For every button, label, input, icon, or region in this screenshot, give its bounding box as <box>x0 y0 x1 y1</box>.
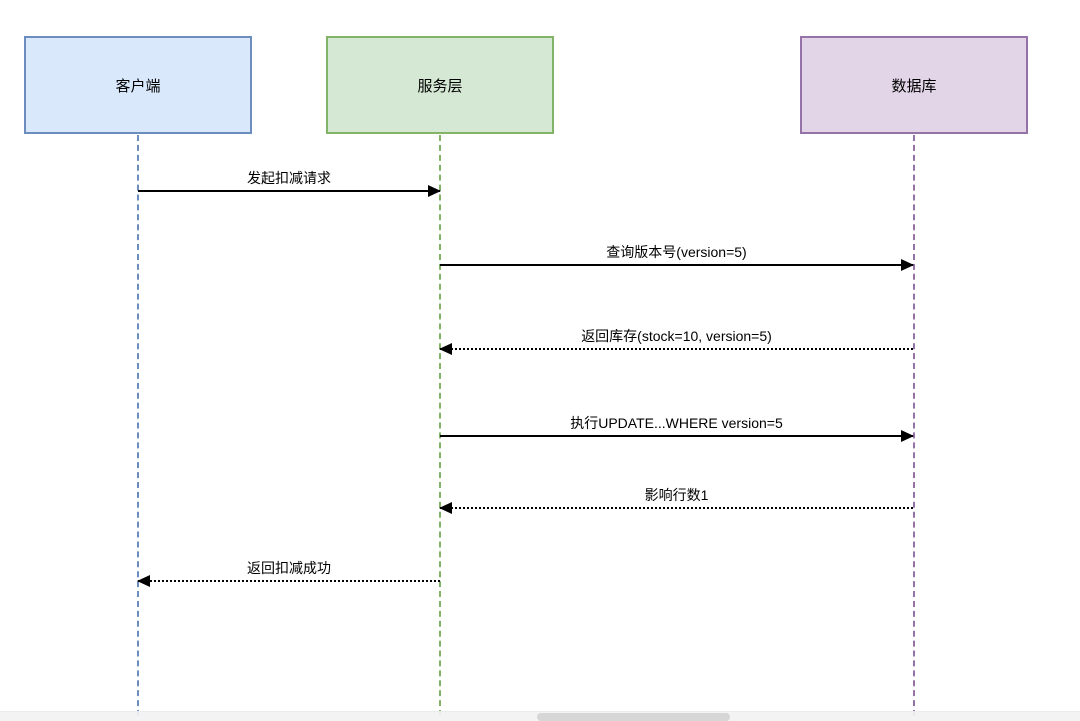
participant-client[interactable]: 客户端 <box>24 36 252 134</box>
participant-service-label: 服务层 <box>417 77 463 95</box>
participant-database-label: 数据库 <box>891 77 937 95</box>
lifeline-service <box>439 135 441 716</box>
arrowhead-right-icon <box>901 259 914 271</box>
message-request-deduct: 发起扣减请求 <box>138 169 441 197</box>
message-query-version: 查询版本号(version=5) <box>440 243 914 271</box>
message-request-deduct-label: 发起扣减请求 <box>247 170 331 186</box>
message-execute-update-label: 执行UPDATE...WHERE version=5 <box>570 415 783 431</box>
arrowhead-left-icon <box>137 575 150 587</box>
message-return-stock-label: 返回库存(stock=10, version=5) <box>581 328 772 344</box>
message-query-version-label: 查询版本号(version=5) <box>606 244 747 260</box>
message-return-success: 返回扣减成功 <box>137 559 440 587</box>
message-affected-rows-label: 影响行数1 <box>644 487 709 503</box>
participant-database[interactable]: 数据库 <box>800 36 1028 134</box>
message-query-version-line <box>440 259 914 271</box>
arrowhead-left-icon <box>439 502 452 514</box>
lifeline-client <box>137 135 139 716</box>
message-affected-rows: 影响行数1 <box>439 486 913 514</box>
message-return-success-line <box>137 575 440 587</box>
message-return-success-label: 返回扣减成功 <box>247 560 331 576</box>
message-return-stock: 返回库存(stock=10, version=5) <box>439 327 913 355</box>
arrowhead-left-icon <box>439 343 452 355</box>
message-affected-rows-line <box>439 502 913 514</box>
message-execute-update: 执行UPDATE...WHERE version=5 <box>440 414 914 442</box>
horizontal-scrollbar-track[interactable] <box>0 711 1080 721</box>
participant-client-label: 客户端 <box>115 77 161 95</box>
arrowhead-right-icon <box>901 430 914 442</box>
message-execute-update-line <box>440 430 914 442</box>
horizontal-scrollbar-thumb[interactable] <box>537 713 730 721</box>
participant-service[interactable]: 服务层 <box>326 36 554 134</box>
message-return-stock-line <box>439 343 913 355</box>
lifeline-database <box>913 135 915 716</box>
message-request-deduct-line <box>138 185 441 197</box>
arrowhead-right-icon <box>428 185 441 197</box>
